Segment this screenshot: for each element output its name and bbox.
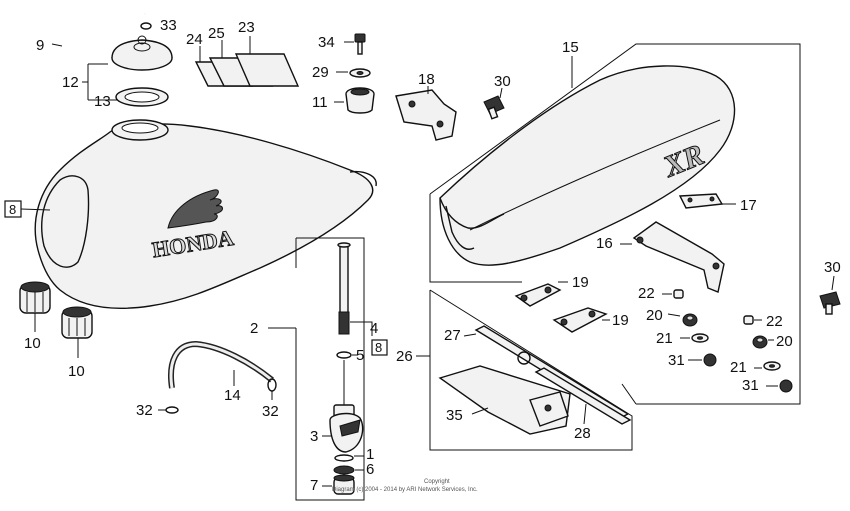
label-11: 11	[312, 94, 328, 111]
label-5: 5	[356, 347, 364, 364]
label-13: 13	[94, 93, 111, 110]
fuel-strainer-pipe[interactable]	[337, 242, 351, 335]
label-1: 1	[366, 446, 374, 463]
fuel-tank[interactable]: HONDA	[34, 119, 377, 309]
label-27: 27	[444, 327, 461, 344]
label-24: 24	[186, 31, 203, 48]
valve-gasket[interactable]	[333, 465, 355, 475]
label-17: 17	[740, 197, 757, 214]
label-10a: 10	[24, 335, 41, 352]
grommet-20b[interactable]	[752, 335, 768, 349]
label-4: 4	[370, 320, 378, 337]
fuel-cap[interactable]	[111, 35, 173, 71]
clip-32a[interactable]	[165, 406, 179, 414]
label-22a: 22	[638, 285, 655, 302]
copyright-line-1: Copyright	[424, 479, 450, 485]
washer-21a[interactable]	[691, 333, 709, 343]
label-35: 35	[446, 407, 463, 424]
label-20a: 20	[646, 307, 663, 324]
label-32b: 32	[262, 403, 279, 420]
cap-gasket[interactable]	[115, 87, 169, 107]
band-35[interactable]	[438, 365, 571, 435]
label-23: 23	[238, 19, 255, 36]
bolt-30b[interactable]	[819, 291, 841, 315]
copyright-line-2: Diagram (c) 2004 - 2014 by ARI Network S…	[332, 487, 478, 493]
label-34: 34	[318, 34, 335, 51]
grommet-20a[interactable]	[682, 313, 698, 327]
label-22b: 22	[766, 313, 783, 330]
seat-bracket-19a[interactable]	[514, 283, 562, 307]
valve-o-ring[interactable]	[336, 351, 352, 359]
label-31a: 31	[668, 352, 685, 369]
fuel-valve-body[interactable]	[329, 360, 364, 453]
seat-bracket-17[interactable]	[678, 193, 724, 209]
collar-22a[interactable]	[673, 289, 684, 299]
label-25: 25	[208, 25, 225, 42]
bar-28[interactable]	[534, 367, 632, 425]
tank-stripe-23[interactable]	[234, 53, 300, 87]
washer-29[interactable]	[349, 68, 371, 78]
label-30a: 30	[494, 73, 511, 90]
label-31b: 31	[742, 377, 759, 394]
washer-21b[interactable]	[763, 361, 781, 371]
valve-cup[interactable]	[333, 474, 355, 495]
bracket-18[interactable]	[395, 89, 457, 141]
breather-tube[interactable]	[168, 340, 274, 389]
label-26: 26	[396, 348, 413, 365]
clip-33[interactable]	[140, 22, 152, 30]
label-19b: 19	[612, 312, 629, 329]
seat-bracket-19b[interactable]	[552, 307, 608, 333]
label-18: 18	[418, 71, 435, 88]
label-29: 29	[312, 64, 329, 81]
label-19a: 19	[572, 274, 589, 291]
label-28: 28	[574, 425, 591, 442]
ref-box-8-tank[interactable]: 8	[4, 200, 22, 218]
clip-32b[interactable]	[267, 378, 277, 392]
label-12: 12	[62, 74, 79, 91]
label-21a: 21	[656, 330, 673, 347]
collar-22b[interactable]	[743, 315, 754, 325]
label-16: 16	[596, 235, 613, 252]
label-32a: 32	[136, 402, 153, 419]
label-33: 33	[160, 17, 177, 34]
bolt-34[interactable]	[354, 33, 366, 55]
svg-text:8: 8	[375, 340, 382, 355]
label-3: 3	[310, 428, 318, 445]
label-30b: 30	[824, 259, 841, 276]
label-10b: 10	[68, 363, 85, 380]
tank-mount-rubber-b[interactable]	[61, 306, 93, 339]
label-9: 9	[36, 37, 44, 54]
nut-31a[interactable]	[703, 353, 717, 367]
valve-packing[interactable]	[334, 454, 354, 462]
nut-31b[interactable]	[779, 379, 793, 393]
ref-box-8-valve[interactable]: 8	[371, 339, 388, 356]
tank-mount-rubber-a[interactable]	[19, 281, 51, 314]
label-2: 2	[250, 320, 258, 337]
label-6: 6	[366, 461, 374, 478]
fuel-hose[interactable]	[16, 12, 146, 151]
seat[interactable]: XR	[439, 65, 736, 266]
bolt-30a[interactable]	[483, 95, 505, 120]
label-20b: 20	[776, 333, 793, 350]
label-21b: 21	[730, 359, 747, 376]
label-15: 15	[562, 39, 579, 56]
label-7: 7	[310, 477, 318, 494]
nut-11[interactable]	[345, 87, 375, 114]
label-14: 14	[224, 387, 241, 404]
seat-bracket-16[interactable]	[632, 221, 725, 293]
svg-text:8: 8	[9, 202, 16, 217]
